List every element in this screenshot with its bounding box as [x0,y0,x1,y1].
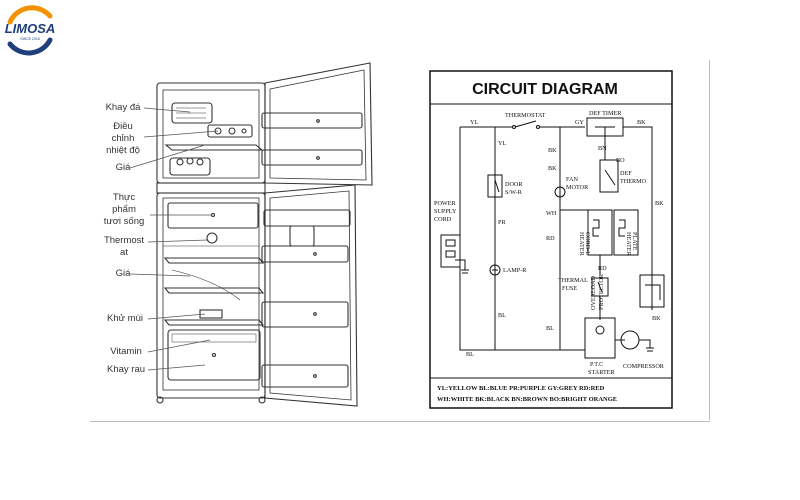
comp-fan-motor-1: MOTOR [566,184,589,191]
comp-thermal-fuse-0: THERMAL [558,277,588,284]
comp-heater-plate-1: PLATE [631,232,638,251]
comp-compressor: COMPRESSOR [623,363,665,370]
label-thermostat-line: Thermost [103,235,145,246]
legend-line-2: WH:WHITE BK:BLACK BN:BROWN BO:BRIGHT ORA… [437,396,617,403]
label-vitamin-line: Vitamin [110,346,142,357]
comp-overload-1: PROTECTOR [598,273,605,310]
wire-rd-2: RD [598,265,607,272]
wire-gy: GY [575,119,584,126]
wire-wh: WH [546,210,557,217]
comp-lamp: LAMP-R [503,267,527,274]
label-shelf-top: Giá [112,162,134,174]
circuit-title: CIRCUIT DIAGRAM [472,81,618,98]
comp-heater-cord-0: HEATER [578,232,585,257]
label-fresh-food-line: tươi sống [103,216,145,227]
label-shelf-top-line: Giá [115,162,131,173]
wire-yl-2: YL [498,140,506,147]
comp-def-thermo-0: DEF [620,170,632,177]
wire-bl-3: BL [466,351,474,358]
wire-bk-top: BK [637,119,646,126]
comp-power-cord-0: POWER [434,200,457,207]
wire-bo: BO [616,157,625,164]
comp-heater-plate-0: HEATER [625,232,632,257]
comp-thermal-fuse-1: FUSE [562,285,577,292]
wire-bn: BN [598,145,607,152]
comp-thermostat: THERMOSTAT [505,112,546,119]
wire-pr: PR [498,219,506,226]
label-vitamin: Vitamin [104,346,148,358]
comp-ptc-0: P.T.C [590,361,603,368]
label-shelf-mid-line: Giá [115,268,131,279]
legend-line-1: YL:YELLOW BL:BLUE PR:PURPLE GY:GREY RD:R… [437,385,605,392]
label-veg-tray-line: Khay rau [106,364,146,375]
wire-bk-fan: BK [548,165,557,172]
frame-right-line [709,60,710,420]
wire-bl-2: BL [546,325,554,332]
comp-def-thermo-1: THERMO [620,178,647,185]
wire-yl: YL [470,119,478,126]
label-deodorizer-line: Khử mùi [107,313,143,324]
comp-heater-cord-1: CORD-L [584,232,591,255]
wire-bl: BL [498,312,506,319]
label-fresh-food-line: phẩm [112,204,136,215]
label-temp-control-line: chỉnh [111,133,135,144]
comp-fan-motor-0: FAN [566,176,578,183]
label-shelf-mid: Giá [112,268,134,280]
wire-bk-ol: BK [652,315,661,322]
comp-power-cord-1: SUPPLY [434,208,457,215]
label-ice-tray: Khay đá [103,102,143,114]
comp-door-sw-0: DOOR [505,181,523,188]
logo-tagline: SINCE 2016 [20,37,40,41]
label-deodorizer: Khử mùi [102,313,148,325]
wire-bk-right: BK [655,200,664,207]
label-temp-control-line: nhiệt độ [106,145,140,156]
comp-def-timer: DEF TIMER [589,110,622,117]
frame-bottom-line [90,421,710,422]
wire-rd: RD [546,235,555,242]
comp-power-cord-2: CORD [434,216,452,223]
label-thermostat-line: at [120,247,128,258]
comp-ptc-1: STARTER [588,369,616,376]
label-temp-control-line: Điều [113,121,133,132]
label-veg-tray: Khay rau [103,364,149,376]
label-ice-tray-line: Khay đá [105,102,141,113]
comp-overload-0: OVERLOAD [590,275,597,310]
comp-door-sw-1: S/W-R [505,189,523,196]
wire-bk-mid: BK [548,147,557,154]
logo-name: LIMOSA [5,21,56,36]
limosa-logo: LIMOSA SINCE 2016 [5,5,56,56]
label-fresh-food-line: Thực [112,192,136,203]
